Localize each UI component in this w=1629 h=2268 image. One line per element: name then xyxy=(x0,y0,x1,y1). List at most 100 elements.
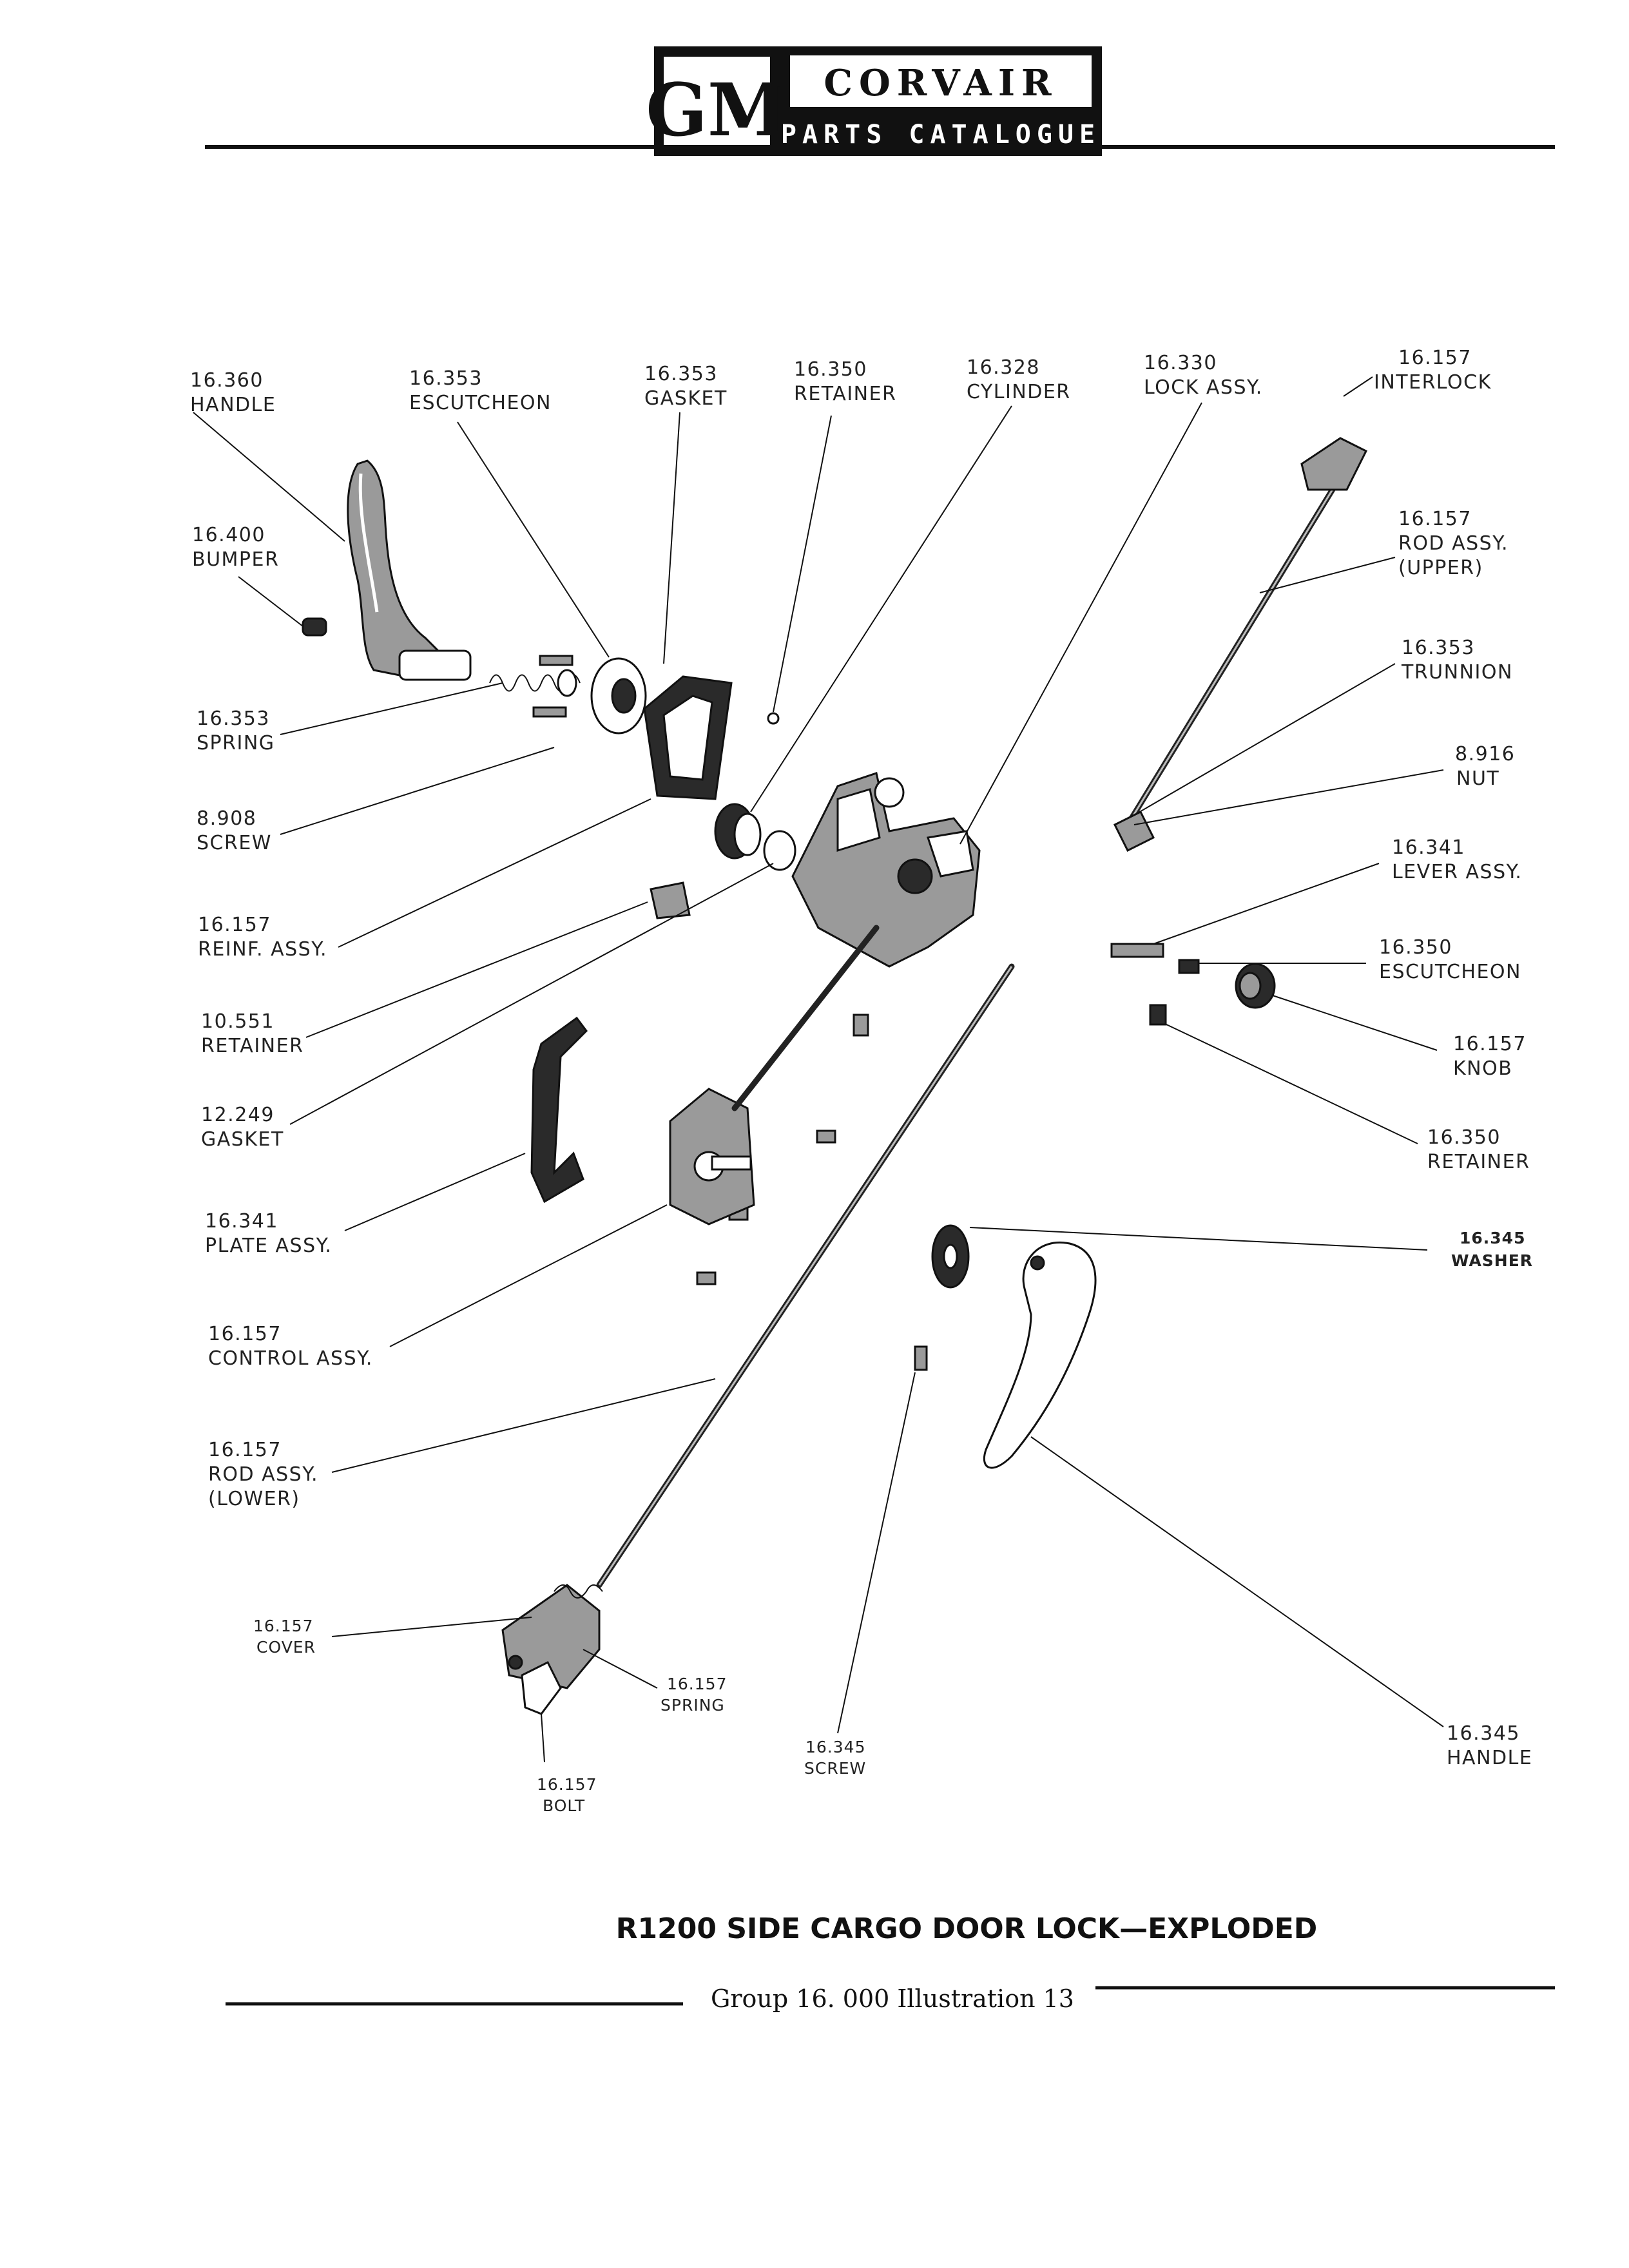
figure-caption: R1200 SIDE CARGO DOOR LOCK—EXPLODED xyxy=(616,1912,1318,1945)
knob-part xyxy=(1235,963,1276,1009)
small-screw-part-2 xyxy=(816,1129,836,1144)
label-text: 16.360 xyxy=(190,369,264,392)
label-text: HANDLE xyxy=(190,394,276,416)
retainer-right-part xyxy=(1149,1004,1167,1026)
label-text: NUT xyxy=(1456,767,1499,790)
leader-lines xyxy=(193,376,1444,1763)
label-text: 16.341 xyxy=(1392,836,1465,859)
reinf-retainer-part xyxy=(650,881,691,919)
label-text: RETAINER xyxy=(201,1035,304,1057)
plate-gasket-part xyxy=(530,1016,588,1204)
washer-part xyxy=(931,1224,970,1289)
label-text: LOCK ASSY. xyxy=(1144,376,1263,399)
label-text: BUMPER xyxy=(192,548,279,571)
lever-part xyxy=(1110,943,1164,958)
label-text: 16.345 xyxy=(1447,1722,1520,1745)
label-text: SCREW xyxy=(804,1759,866,1778)
label-text: SPRING xyxy=(197,732,275,754)
label-text: KNOB xyxy=(1453,1057,1512,1080)
gasket-upper-part xyxy=(643,675,733,800)
label-text: 16.350 xyxy=(1379,936,1452,959)
label-text: BOLT xyxy=(543,1796,585,1815)
logo-text: GM xyxy=(646,68,787,153)
brand-subtitle: PARTS CATALOGUE xyxy=(781,120,1101,149)
handle-screw-part xyxy=(914,1345,928,1371)
label-text: SCREW xyxy=(197,832,272,854)
control-link-rod xyxy=(731,925,880,1111)
retainer-clip-part xyxy=(767,712,780,725)
label-text: 16.350 xyxy=(1427,1126,1501,1149)
label-text: 10.551 xyxy=(201,1010,275,1033)
label-text: (LOWER) xyxy=(208,1488,300,1510)
label-text: 16.345 xyxy=(805,1738,865,1756)
label-text: (UPPER) xyxy=(1398,557,1483,579)
small-screw-part-1 xyxy=(853,1014,869,1037)
label-text: 16.350 xyxy=(794,358,867,381)
label-text: RETAINER xyxy=(794,383,896,405)
label-text: 16.157 xyxy=(208,1439,282,1461)
label-text: 16.157 xyxy=(1398,508,1472,530)
lock-assembly-part xyxy=(791,772,981,968)
label-text: GASKET xyxy=(644,387,728,410)
footer-text: Group 16. 000 Illustration 13 xyxy=(711,1984,1074,2013)
label-text: TRUNNION xyxy=(1401,661,1513,684)
control-assembly-part xyxy=(669,1088,755,1225)
label-text: 16.157 xyxy=(253,1617,313,1635)
label-text: WASHER xyxy=(1451,1251,1533,1270)
label-text: HANDLE xyxy=(1447,1747,1532,1769)
label-text: 16.341 xyxy=(205,1210,278,1233)
label-text: ESCUTCHEON xyxy=(409,392,552,414)
label-text: 16.330 xyxy=(1144,352,1217,374)
label-text: SPRING xyxy=(660,1696,725,1715)
escutcheon-right-part xyxy=(1178,959,1200,974)
label-text: 16.345 xyxy=(1460,1229,1525,1247)
label-text: PLATE ASSY. xyxy=(205,1235,332,1257)
upper-screw-part-2 xyxy=(532,706,567,718)
gm-logo: GM xyxy=(646,46,787,156)
label-text: 16.353 xyxy=(644,363,718,385)
label-text: 16.157 xyxy=(1398,347,1472,369)
label-text: 16.353 xyxy=(409,367,483,390)
outside-handle-part xyxy=(347,459,472,681)
label-text: 16.157 xyxy=(1453,1033,1527,1055)
label-text: RETAINER xyxy=(1427,1151,1530,1173)
label-text: ROD ASSY. xyxy=(208,1463,318,1486)
label-text: 8.916 xyxy=(1455,743,1515,765)
label-text: 8.908 xyxy=(197,807,256,830)
label-text: 16.157 xyxy=(667,1675,727,1693)
label-text: ESCUTCHEON xyxy=(1379,961,1521,983)
escutcheon-part xyxy=(590,657,647,735)
upper-spring-part xyxy=(489,669,581,697)
label-text: REINF. ASSY. xyxy=(198,938,327,961)
label-text: 12.249 xyxy=(201,1104,275,1126)
label-text: LEVER ASSY. xyxy=(1392,861,1522,883)
cylinder-part xyxy=(714,803,796,871)
upper-screw-part-1 xyxy=(539,655,574,666)
brand-title: CORVAIR xyxy=(824,62,1057,104)
label-text: 16.157 xyxy=(208,1323,282,1345)
